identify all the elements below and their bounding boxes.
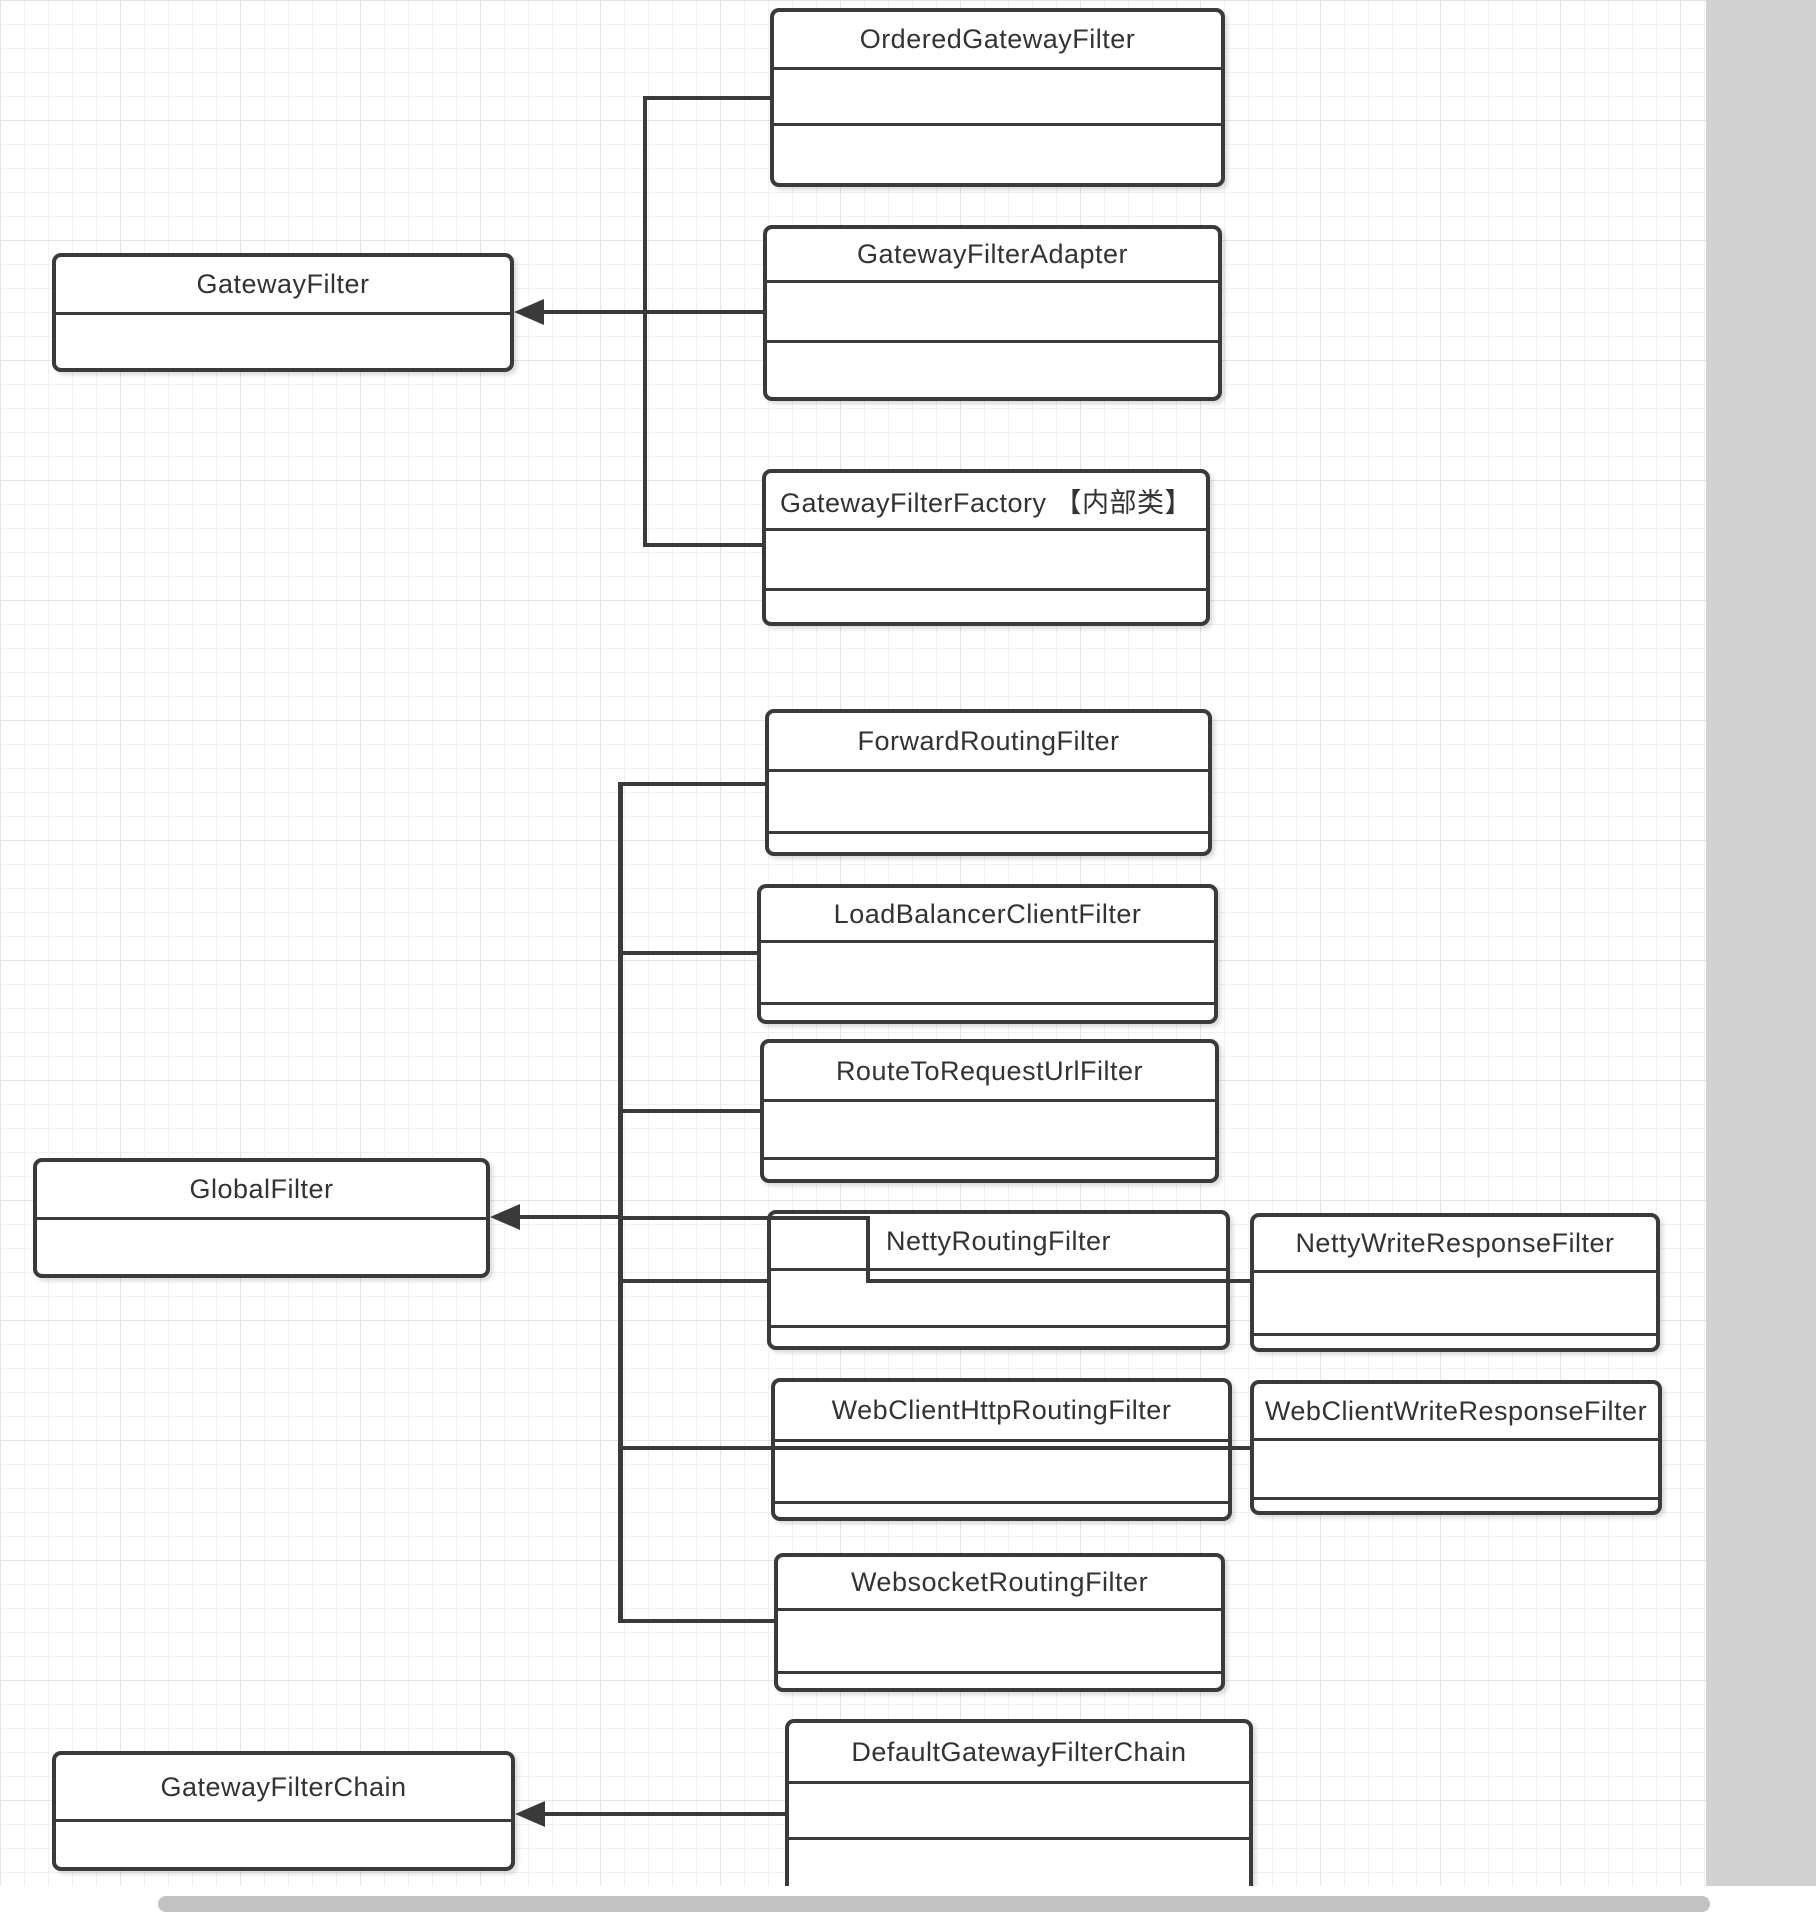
edge-netty-routing-filter-lower-branch[interactable]	[618, 1279, 770, 1283]
class-compartment	[1254, 1333, 1656, 1348]
class-title: LoadBalancerClientFilter	[761, 888, 1214, 940]
class-title: GatewayFilterChain	[56, 1755, 511, 1819]
class-title-text: WebClientWriteResponseFilter	[1264, 1395, 1648, 1426]
class-compartment	[789, 1837, 1249, 1894]
arrowhead-to-gateway-filter[interactable]	[514, 299, 544, 325]
class-title-text: WebClientHttpRoutingFilter	[831, 1395, 1172, 1425]
class-title-text: GatewayFilterChain	[160, 1771, 407, 1802]
class-title-text: GatewayFilterFactory 【内部类】	[779, 488, 1193, 518]
edge-ordered-gateway-filter-branch[interactable]	[643, 96, 770, 100]
class-box-load-balancer-client-filter[interactable]: LoadBalancerClientFilter	[757, 884, 1218, 1024]
class-title: GatewayFilterAdapter	[767, 229, 1218, 280]
class-compartment	[56, 1819, 511, 1867]
edge-default-gateway-filter-chain[interactable]	[543, 1812, 785, 1816]
class-compartment	[775, 1501, 1228, 1517]
class-box-gateway-filter[interactable]: GatewayFilter	[52, 253, 514, 372]
class-box-ordered-gateway-filter[interactable]: OrderedGatewayFilter	[770, 8, 1225, 187]
class-title-text: DefaultGatewayFilterChain	[851, 1736, 1187, 1767]
edge-to-global-filter[interactable]	[518, 1215, 618, 1219]
class-box-default-gateway-filter-chain[interactable]: DefaultGatewayFilterChain	[785, 1719, 1253, 1898]
class-box-web-client-write-response-filter[interactable]: WebClientWriteResponseFilter	[1250, 1380, 1662, 1515]
class-compartment	[766, 588, 1206, 622]
class-compartment	[775, 1439, 1228, 1501]
edge-forward-routing-filter-branch[interactable]	[618, 782, 768, 786]
class-compartment	[769, 769, 1208, 831]
class-compartment	[764, 1099, 1215, 1157]
class-box-netty-write-response-filter[interactable]: NettyWriteResponseFilter	[1250, 1213, 1660, 1352]
class-box-global-filter[interactable]: GlobalFilter	[33, 1158, 490, 1278]
class-compartment	[1254, 1270, 1656, 1333]
class-title: WebClientHttpRoutingFilter	[775, 1382, 1228, 1439]
class-title-text: NettyRoutingFilter	[885, 1225, 1112, 1256]
class-compartment	[771, 1325, 1226, 1346]
edge-netty-write-response-filter-branch[interactable]	[866, 1279, 1250, 1283]
edge-load-balancer-client-filter-branch[interactable]	[618, 951, 760, 955]
class-box-gateway-filter-chain[interactable]: GatewayFilterChain	[52, 1751, 515, 1871]
class-title-text: WebsocketRoutingFilter	[850, 1567, 1149, 1597]
class-compartment	[774, 123, 1221, 183]
class-title-text: ForwardRoutingFilter	[857, 725, 1120, 756]
class-box-gateway-filter-adapter[interactable]: GatewayFilterAdapter	[763, 225, 1222, 401]
edge-trunk-gateway-filter-group[interactable]	[643, 98, 647, 547]
class-title: NettyRoutingFilter	[771, 1214, 1226, 1268]
class-compartment	[767, 280, 1218, 340]
class-compartment	[766, 528, 1206, 588]
horizontal-scrollbar-thumb[interactable]	[158, 1896, 1710, 1912]
class-compartment	[771, 1268, 1226, 1325]
class-title: DefaultGatewayFilterChain	[789, 1723, 1249, 1781]
edge-gateway-filter-factory-branch[interactable]	[643, 543, 766, 547]
class-title: GatewayFilter	[56, 257, 510, 312]
edge-web-client-filters-branch[interactable]	[618, 1446, 1250, 1450]
class-box-websocket-routing-filter[interactable]: WebsocketRoutingFilter	[774, 1553, 1225, 1692]
class-title-text: GlobalFilter	[189, 1174, 334, 1204]
class-compartment	[769, 831, 1208, 852]
edge-netty-routing-filter-branch[interactable]	[618, 1216, 870, 1220]
class-compartment	[56, 312, 510, 368]
class-title-text: LoadBalancerClientFilter	[833, 898, 1142, 929]
class-title-text: NettyWriteResponseFilter	[1295, 1228, 1615, 1258]
edge-gateway-filter-adapter-branch[interactable]	[540, 310, 767, 314]
class-compartment	[761, 940, 1214, 1002]
class-box-forward-routing-filter[interactable]: ForwardRoutingFilter	[765, 709, 1212, 856]
right-gutter	[1706, 0, 1816, 1912]
edge-websocket-routing-filter-branch[interactable]	[618, 1619, 776, 1623]
class-title: GlobalFilter	[37, 1162, 486, 1217]
class-title: WebsocketRoutingFilter	[778, 1557, 1221, 1608]
edge-route-to-request-url-filter-branch[interactable]	[618, 1109, 763, 1113]
class-title: WebClientWriteResponseFilter	[1254, 1384, 1658, 1438]
class-title-text: OrderedGatewayFilter	[859, 24, 1136, 54]
class-title: RouteToRequestUrlFilter	[764, 1043, 1215, 1099]
class-title-text: GatewayFilterAdapter	[856, 239, 1129, 269]
class-compartment	[778, 1671, 1221, 1688]
class-compartment	[1254, 1497, 1658, 1511]
class-title-text: GatewayFilter	[196, 269, 370, 299]
class-title: ForwardRoutingFilter	[769, 713, 1208, 769]
class-title-text: RouteToRequestUrlFilter	[835, 1055, 1144, 1086]
class-title: NettyWriteResponseFilter	[1254, 1217, 1656, 1270]
class-compartment	[1254, 1438, 1658, 1497]
arrowhead-to-gateway-filter-chain[interactable]	[515, 1801, 545, 1827]
class-compartment	[761, 1002, 1214, 1020]
class-title: GatewayFilterFactory 【内部类】	[766, 473, 1206, 528]
class-compartment	[778, 1608, 1221, 1671]
edge-trunk-global-filter-group[interactable]	[618, 782, 623, 1623]
class-title: OrderedGatewayFilter	[774, 12, 1221, 67]
class-box-route-to-request-url-filter[interactable]: RouteToRequestUrlFilter	[760, 1039, 1219, 1183]
class-compartment	[764, 1157, 1215, 1179]
class-compartment	[774, 67, 1221, 123]
arrowhead-to-global-filter[interactable]	[490, 1204, 520, 1230]
class-compartment	[37, 1217, 486, 1274]
class-box-gateway-filter-factory[interactable]: GatewayFilterFactory 【内部类】	[762, 469, 1210, 626]
class-compartment	[767, 340, 1218, 397]
class-compartment	[789, 1781, 1249, 1837]
edge-netty-write-response-step[interactable]	[866, 1216, 870, 1282]
